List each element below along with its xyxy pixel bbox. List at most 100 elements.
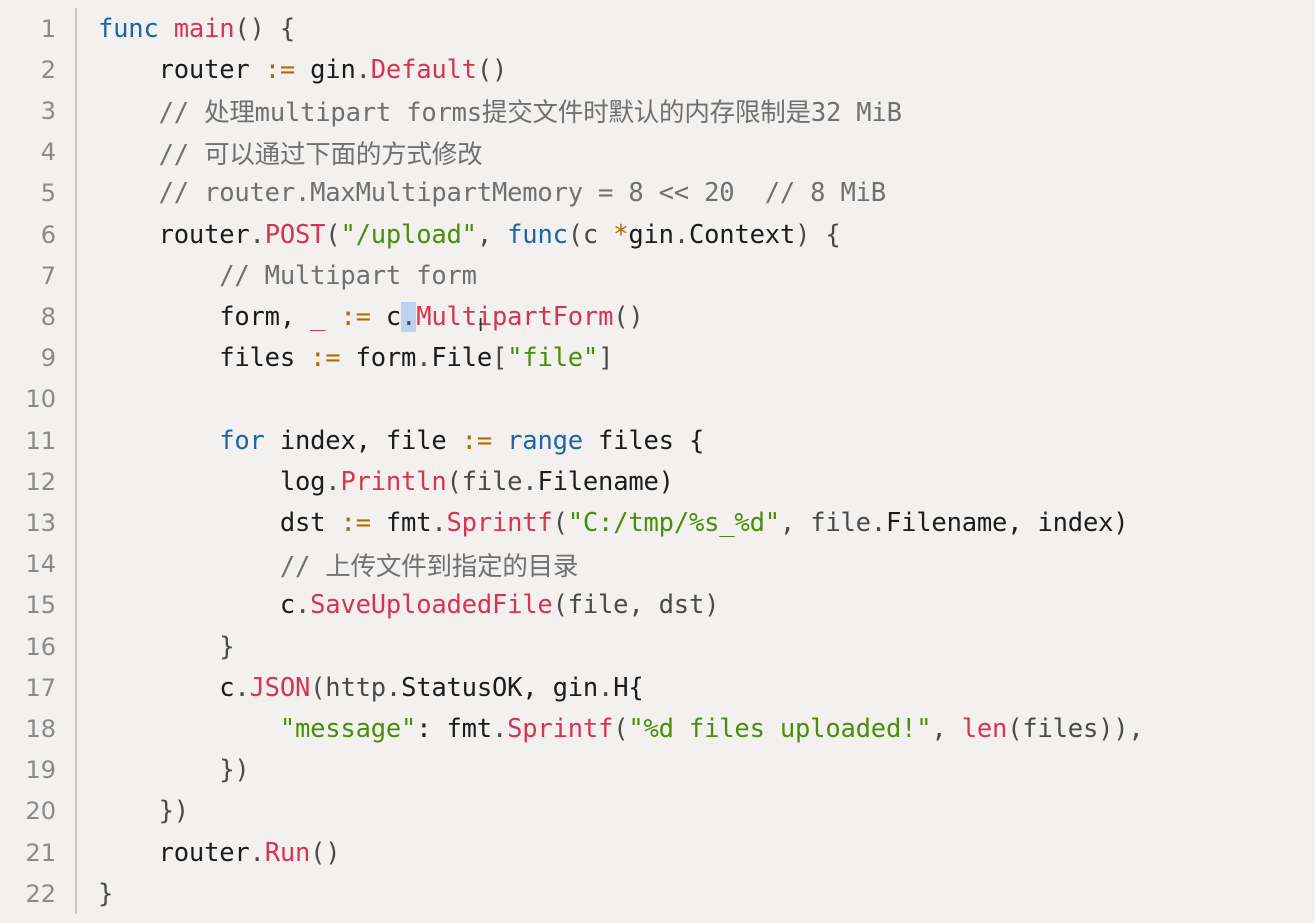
code-text[interactable]: // 上传文件到指定的目录 (98, 546, 579, 583)
code-token: form, (98, 301, 311, 332)
code-token (98, 426, 219, 456)
code-text[interactable]: c.SaveUploadedFile(file, dst) (98, 590, 720, 621)
code-text[interactable]: } (98, 879, 113, 909)
code-token: ] (598, 343, 614, 374)
code-token: () (476, 54, 508, 85)
line-number: 15 (25, 591, 56, 620)
code-token: range (507, 425, 583, 456)
code-token: [ (491, 343, 508, 374)
code-line: 15 c.SaveUploadedFile(file, dst) (0, 585, 1315, 626)
code-token: Filename, index) (885, 507, 1129, 538)
code-token: Multi (416, 301, 492, 332)
code-token: () (310, 837, 341, 868)
code-token: } (98, 878, 114, 909)
code-token: gin (295, 54, 356, 85)
code-text[interactable]: // Multipart form (98, 261, 477, 291)
code-token: : fmt (416, 713, 492, 744)
code-token (492, 426, 507, 456)
code-line: 10 (0, 379, 1315, 420)
code-token: . (234, 672, 250, 703)
code-line: 11 for index, file := range files { (0, 420, 1315, 461)
code-token (159, 14, 174, 44)
line-number: 18 (25, 714, 56, 743)
code-line: 17 c.JSON(http.StatusOK, gin.H{ (0, 667, 1315, 708)
code-token: files (98, 343, 311, 374)
line-number: 4 (40, 138, 56, 167)
code-token: router (98, 219, 250, 250)
code-token: Context (689, 219, 796, 250)
line-number: 2 (40, 55, 56, 84)
code-text[interactable]: files := form.File["file"] (98, 343, 613, 373)
code-line: 12 log.Println(file.Filename) (0, 461, 1315, 502)
code-token: Run (264, 837, 311, 868)
code-token: . (385, 672, 402, 703)
code-text[interactable]: log.Println(file.Filename) (98, 467, 674, 497)
code-token: c (98, 590, 295, 621)
code-line: 7 // Multipart form (0, 255, 1315, 296)
code-token: . (673, 219, 689, 250)
code-token: // 可以通过下面的方式修改 (98, 139, 483, 170)
code-token: "%d files uploaded!" (628, 713, 932, 744)
code-token: (http (310, 672, 386, 703)
code-token: files { (582, 425, 705, 456)
code-token: c (98, 672, 235, 703)
code-text[interactable]: // 可以通过下面的方式修改 (98, 134, 483, 171)
code-line: 22} (0, 873, 1315, 914)
code-token: Filename) (537, 466, 674, 497)
code-text[interactable]: // router.MaxMultipartMemory = 8 << 20 /… (98, 178, 887, 208)
code-text[interactable]: }) (98, 796, 190, 827)
code-text[interactable]: }) (98, 755, 250, 785)
code-text[interactable]: func main() { (98, 14, 295, 44)
code-line: 3 // 处理multipart forms提交文件时默认的内存限制是32 Mi… (0, 90, 1315, 131)
code-text[interactable]: router.POST("/upload", func(c *gin.Conte… (98, 220, 841, 250)
line-number: 20 (25, 797, 56, 826)
line-number: 13 (25, 508, 56, 537)
code-text[interactable]: "message": fmt.Sprintf("%d files uploade… (98, 714, 1144, 744)
code-token: }) (98, 755, 250, 786)
code-text[interactable]: // 处理multipart forms提交文件时默认的内存限制是32 MiB (98, 92, 902, 129)
code-token: := (340, 507, 371, 538)
line-number: 22 (25, 879, 56, 908)
code-token (98, 714, 280, 744)
code-line: 21 router.Run() (0, 832, 1315, 873)
code-token: := (340, 301, 371, 332)
code-token: StatusOK, gin (401, 672, 599, 703)
code-token: // Multipart form (98, 260, 477, 291)
code-token: _ (310, 301, 326, 332)
code-token: len (961, 713, 1008, 744)
code-token (325, 302, 340, 332)
code-text[interactable]: router := gin.Default() (98, 54, 508, 85)
line-number: 10 (25, 385, 56, 414)
line-number: 17 (25, 673, 56, 702)
code-text[interactable]: dst := fmt.Sprintf("C:/tmp/%s_%d", file.… (98, 507, 1129, 538)
code-token: SaveUploadedFile (310, 590, 553, 621)
code-token: partForm (492, 301, 614, 332)
line-number: 12 (25, 467, 56, 496)
line-number: 11 (25, 426, 56, 455)
code-token: , file (779, 507, 871, 538)
line-number: 16 (25, 632, 56, 661)
code-token: . (325, 466, 341, 497)
code-token: JSON (249, 672, 311, 703)
code-token: , (931, 713, 962, 744)
code-text[interactable]: for index, file := range files { (98, 426, 704, 456)
code-token: ( (552, 507, 568, 538)
line-number: 1 (40, 14, 56, 43)
code-token: := (310, 343, 341, 374)
line-number: 5 (40, 179, 56, 208)
code-token: , (476, 219, 508, 250)
code-token: }) (98, 796, 190, 827)
code-text[interactable]: router.Run() (98, 837, 341, 868)
line-number: 7 (40, 261, 56, 290)
code-line: 6 router.POST("/upload", func(c *gin.Con… (0, 214, 1315, 255)
code-token: gin (628, 219, 674, 250)
code-line: 1 func main() { (0, 8, 1315, 49)
code-token: . (294, 590, 311, 621)
code-token: := (461, 425, 493, 456)
code-text[interactable]: c.JSON(http.StatusOK, gin.H{ (98, 673, 644, 703)
line-number: 8 (40, 302, 56, 331)
code-token: . (522, 466, 538, 497)
code-text[interactable]: } (98, 632, 234, 662)
